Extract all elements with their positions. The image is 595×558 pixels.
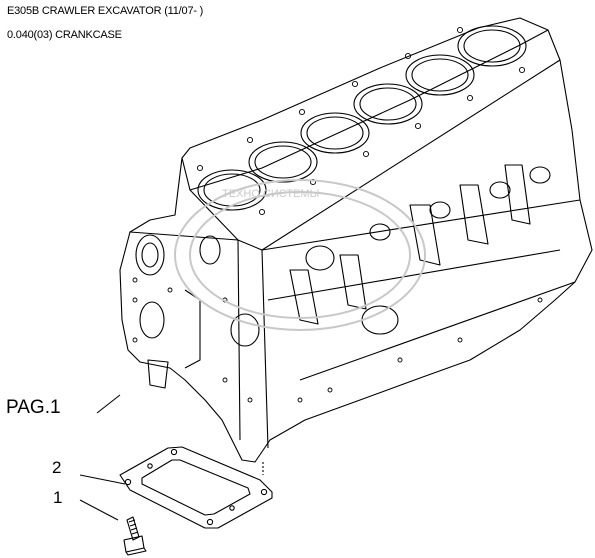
watermark-text: ТЕХНО СИСТЕМЫ — [222, 188, 319, 200]
gasket — [119, 446, 273, 529]
watermark-logo — [174, 179, 426, 331]
group-title: 0.040(03) CRANKCASE — [7, 29, 122, 41]
callout-2: 2 — [52, 458, 62, 477]
leader-2 — [79, 474, 126, 485]
leader-pag — [96, 394, 121, 414]
leader-1 — [79, 499, 119, 521]
screw — [123, 516, 147, 556]
callout-pag: PAG.1 — [6, 397, 61, 418]
model-title: E305B CRAWLER EXCAVATOR (11/07- ) — [7, 5, 204, 17]
crankcase-block — [119, 17, 593, 463]
callout-1: 1 — [53, 488, 63, 507]
